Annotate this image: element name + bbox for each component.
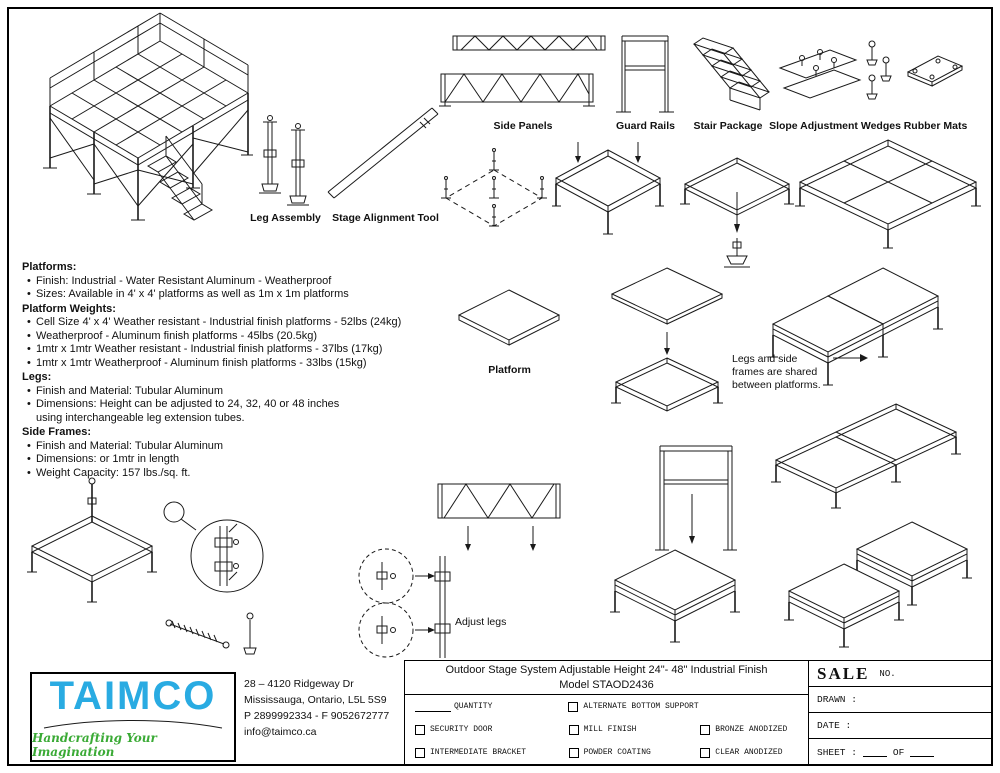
address-line: P 2899992334 - F 9052672777 (244, 710, 390, 722)
company-tagline: Handcrafting Your Imagination (32, 730, 157, 759)
company-address: 28 – 4120 Ridgeway Dr Mississauga, Ontar… (244, 676, 409, 740)
title-block-sale: SALE NO. DRAWN : DATE : SHEET : OF (808, 660, 991, 764)
stair-package-drawing (692, 37, 771, 111)
option-label: SECURITY DOOR (430, 725, 493, 734)
platform-drawing (457, 289, 561, 346)
legs-layout-drawing (441, 148, 547, 227)
isometric-stage-drawing (43, 12, 253, 221)
spec-item: Cell Size 4' x 4' Weather resistant - In… (22, 316, 434, 330)
rubber-mats-drawing (906, 55, 964, 87)
label-guard-rails: Guard Rails (616, 120, 675, 132)
label-platform: Platform (488, 364, 531, 376)
option-bronze-anodized: BRONZE ANODIZED (690, 724, 808, 735)
spec-item: Dimensions: or 1mtr in length (22, 453, 434, 467)
specifications: Platforms: Finish: Industrial - Water Re… (22, 260, 434, 480)
drawing-title-line1: Outdoor Stage System Adjustable Height 2… (445, 664, 768, 676)
leg-detail-drawing (27, 477, 264, 655)
stage-alignment-tool-drawing (327, 107, 439, 199)
sale-no-row: SALE NO. (809, 661, 991, 687)
drawn-row: DRAWN : (809, 687, 991, 713)
slope-adjustment-wedges-drawing (778, 40, 892, 100)
label-stair-package: Stair Package (693, 120, 763, 132)
sheet-border (7, 7, 993, 766)
option-powder-coating: POWDER COATING (559, 747, 691, 758)
checkbox-powder-coating[interactable] (568, 747, 579, 758)
address-line: info@taimco.ca (244, 726, 317, 738)
option-label: POWDER COATING (583, 748, 651, 757)
side-panels-drawing (439, 35, 606, 107)
spec-item: 1mtr x 1mtr Weather resistant - Industri… (22, 343, 434, 357)
spec-section-title: Legs: (22, 371, 52, 383)
exploded-platform-drawing (610, 267, 724, 412)
option-clear-anodized: CLEAR ANODIZED (690, 747, 808, 758)
option-quantity: QUANTITY (405, 702, 558, 712)
guard-rails-drawing (616, 35, 674, 113)
checkbox-security-door[interactable] (415, 724, 425, 735)
sheet-blank-line (862, 748, 887, 757)
label-leg-assembly: Leg Assembly (250, 212, 321, 224)
sale-label: SALE (817, 663, 870, 683)
spec-section-title: Side Frames: (22, 426, 92, 438)
spec-item: Weight Capacity: 157 lbs./sq. ft. (22, 467, 434, 481)
drawing-title: Outdoor Stage System Adjustable Height 2… (405, 661, 808, 695)
label-stage-alignment-tool: Stage Alignment Tool (332, 212, 439, 224)
date-row: DATE : (809, 713, 991, 739)
sheet-of-blank-line (910, 748, 935, 757)
offset-platforms-drawing (784, 521, 972, 648)
label-slope-adjustment-wedges: Slope Adjustment Wedges (769, 120, 901, 132)
option-security-door: SECURITY DOOR (405, 724, 559, 735)
panel-clamp-detail-drawing (358, 483, 561, 658)
spec-section-title: Platform Weights: (22, 302, 116, 315)
spec-item: Finish and Material: Tubular Aluminum (22, 385, 434, 399)
option-label: QUANTITY (454, 702, 493, 711)
quantity-blank-line[interactable] (415, 702, 451, 712)
joined-platforms-drawing (768, 267, 943, 386)
note-arrow (833, 354, 868, 362)
checkbox-intermediate-bracket[interactable] (415, 747, 425, 758)
address-line: Mississauga, Ontario, L5L 5S9 (244, 694, 387, 706)
option-mill-finish: MILL FINISH (559, 724, 691, 735)
joined-frames-drawing (771, 403, 961, 509)
option-label: BRONZE ANODIZED (715, 725, 788, 734)
checkbox-clear-anodized[interactable] (700, 747, 711, 758)
spec-item: Dimensions: Height can be adjusted to 24… (22, 398, 366, 425)
option-label: ALTERNATE BOTTOM SUPPORT (583, 702, 699, 711)
checkbox-bronze-anodized[interactable] (700, 724, 711, 735)
sheet-label: SHEET : (817, 746, 857, 758)
checkbox-mill-finish[interactable] (568, 724, 579, 735)
option-label: INTERMEDIATE BRACKET (430, 748, 527, 757)
shared-note: Legs and side frames are shared between … (732, 353, 821, 391)
label-rubber-mats: Rubber Mats (903, 120, 968, 132)
address-line: 28 – 4120 Ridgeway Dr (244, 678, 354, 690)
complete-frame-drawing (795, 139, 981, 249)
label-side-panels: Side Panels (493, 120, 553, 132)
sheet-row: SHEET : OF (809, 739, 991, 765)
spec-item: Finish and Material: Tubular Aluminum (22, 440, 434, 454)
no-label: NO. (879, 668, 896, 679)
spec-item: Finish: Industrial - Water Resistant Alu… (22, 275, 434, 289)
of-label: OF (892, 746, 905, 758)
option-label: MILL FINISH (583, 725, 637, 734)
option-label: CLEAR ANODIZED (715, 748, 783, 757)
leg-assembly-drawing (259, 115, 309, 206)
date-label: DATE : (817, 720, 852, 731)
options-grid: QUANTITY ALTERNATE BOTTOM SUPPORT SECURI… (405, 695, 808, 764)
title-block-main: Outdoor Stage System Adjustable Height 2… (404, 660, 808, 764)
drawn-label: DRAWN : (817, 694, 857, 705)
spec-item: Weatherproof - Aluminum finish platforms… (22, 330, 434, 344)
option-alternate-bottom-support: ALTERNATE BOTTOM SUPPORT (558, 701, 699, 712)
adjust-legs-note: Adjust legs (455, 616, 507, 628)
spec-item: 1mtr x 1mtr Weatherproof - Aluminum fini… (22, 357, 434, 371)
company-logo: TAIMCO (49, 673, 217, 718)
logo-swoosh (43, 719, 223, 728)
spec-item: Sizes: Available in 4' x 4' platforms as… (22, 288, 434, 302)
frame-assembly-step1-drawing (552, 142, 664, 235)
frame-assembly-step2-drawing (680, 157, 794, 268)
company-logo-box: TAIMCO Handcrafting Your Imagination (30, 672, 236, 762)
spec-section-title: Platforms: (22, 261, 77, 273)
drawing-title-line2: Model STAOD2436 (559, 679, 654, 691)
guardrail-install-drawing (610, 445, 740, 643)
checkbox-alternate-bottom-support[interactable] (568, 701, 579, 712)
option-intermediate-bracket: INTERMEDIATE BRACKET (405, 747, 559, 758)
